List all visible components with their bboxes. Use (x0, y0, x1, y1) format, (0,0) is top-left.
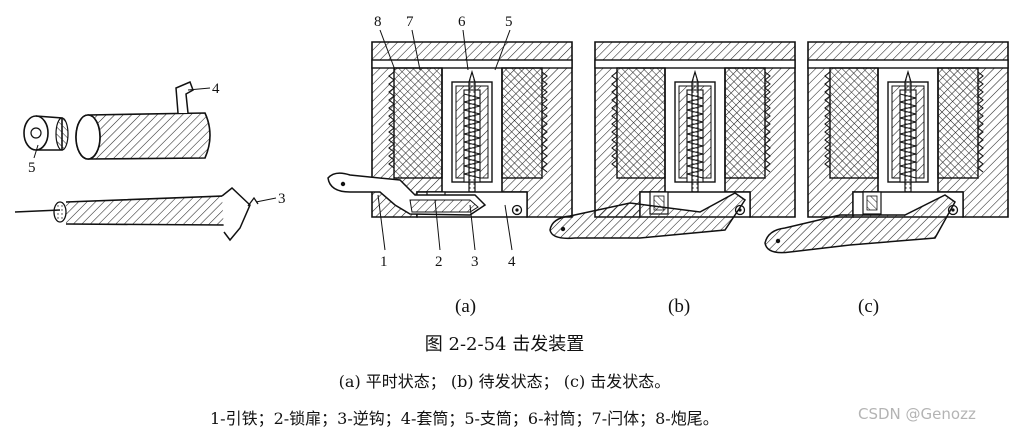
callout-2: 2 (435, 254, 443, 270)
left-label-4: 4 (212, 81, 220, 97)
figure-legend: 1-引铁；2-锁扉；3-逆钩；4-套筒；5-支筒；6-衬筒；7-闩体；8-炮尾。 (210, 409, 719, 428)
panel-b-section (549, 41, 796, 240)
panel-label-a: (a) (455, 296, 476, 317)
panel-c-section (764, 41, 1009, 254)
panel-a-section (327, 41, 573, 218)
callout-8: 8 (374, 14, 382, 30)
callout-5: 5 (505, 14, 513, 30)
callout-6: 6 (458, 14, 466, 30)
left-label-5: 5 (28, 160, 36, 176)
callout-4: 4 (508, 254, 516, 270)
sleeve-part (75, 81, 211, 160)
panel-label-c: (c) (858, 296, 879, 317)
panel-a-callouts: 8 7 6 5 1 2 3 4 (374, 14, 516, 270)
pin-assembly-part (14, 187, 259, 242)
left-label-3: 3 (278, 191, 286, 207)
left-parts-drawing: 4 5 3 (14, 81, 286, 242)
figure-title: 图 2-2-54 击发装置 (424, 334, 585, 355)
callout-7: 7 (406, 14, 414, 30)
panel-label-b: (b) (668, 296, 690, 317)
watermark: CSDN @Genozz (858, 405, 976, 423)
support-tube-part (23, 115, 69, 151)
callout-3: 3 (471, 254, 479, 270)
callout-1: 1 (380, 254, 388, 270)
figure-states: (a) 平时状态； (b) 待发状态； (c) 击发状态。 (338, 372, 671, 391)
